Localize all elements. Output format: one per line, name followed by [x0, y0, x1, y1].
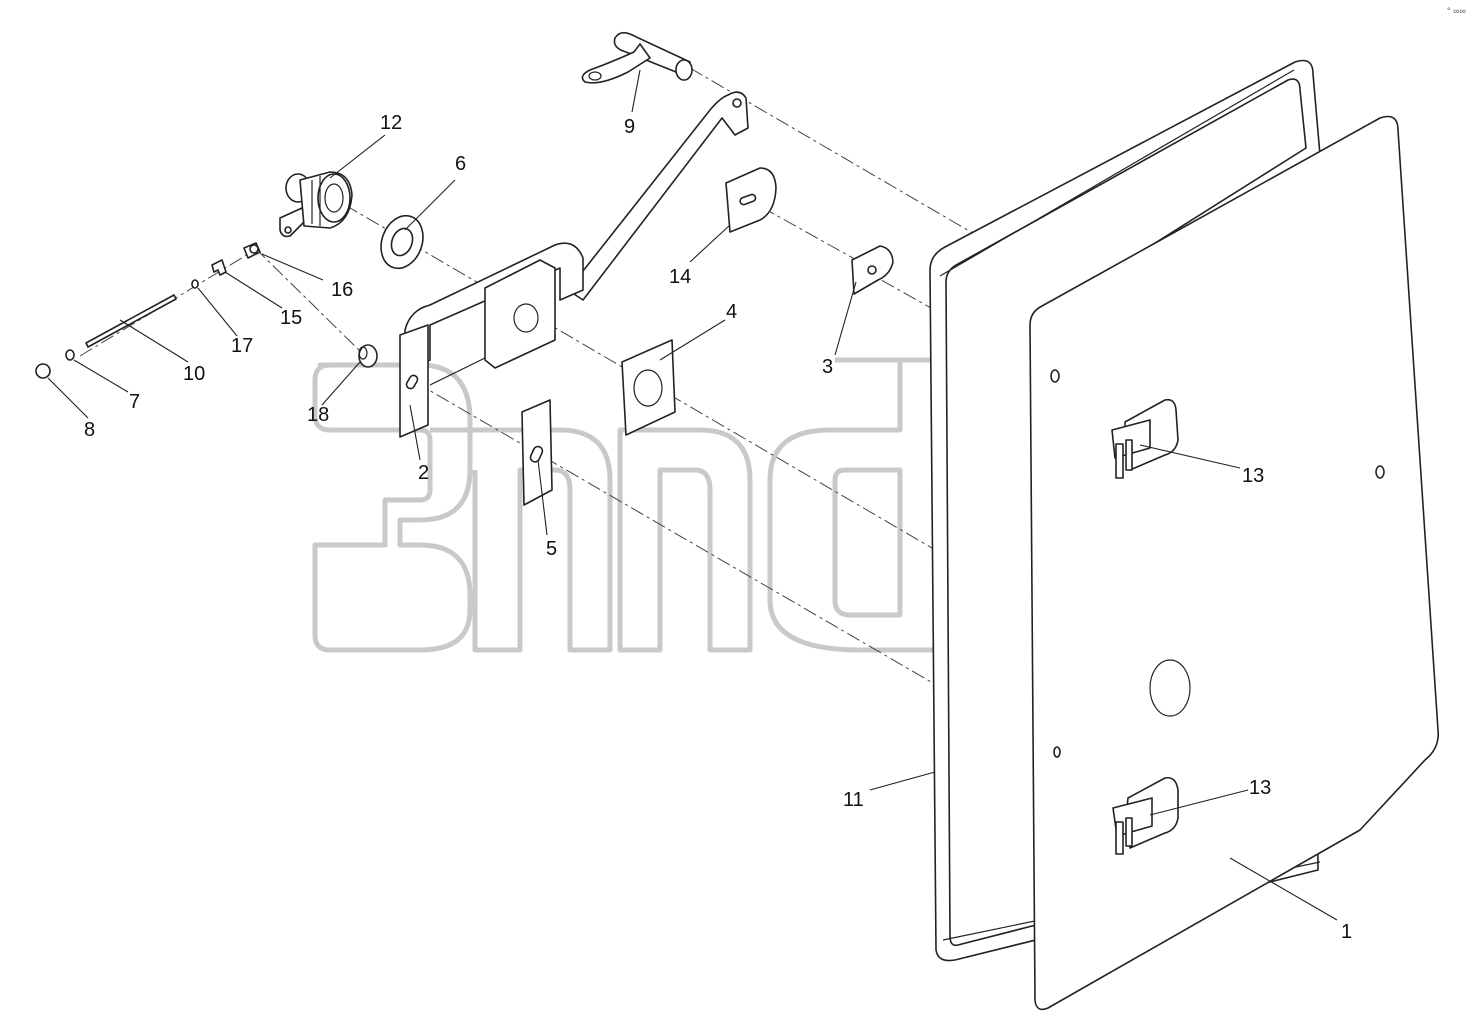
corner-mark: ° ∞∞ — [1447, 6, 1466, 16]
nut-17 — [191, 279, 199, 289]
hinge-lower — [1112, 776, 1179, 855]
callout-7: 7 — [129, 391, 140, 413]
callout-1: 1 — [1341, 921, 1352, 943]
clip-15 — [211, 259, 227, 276]
nut-7 — [65, 349, 75, 361]
callout-13-upper: 13 — [1242, 465, 1264, 487]
callout-16: 16 — [331, 279, 353, 301]
rod-10 — [85, 294, 177, 348]
square-gasket-4 — [621, 339, 676, 436]
rounded-tab-3 — [851, 245, 894, 295]
lever-arm — [404, 91, 749, 386]
callout-13-lower: 13 — [1249, 777, 1271, 799]
pin-16 — [243, 242, 261, 259]
slotted-shim-5 — [521, 399, 553, 506]
handle — [581, 31, 693, 84]
callout-15: 15 — [280, 307, 302, 329]
callout-11: 11 — [843, 789, 864, 811]
callout-5: 5 — [546, 538, 557, 560]
callout-8: 8 — [84, 419, 95, 441]
callout-17: 17 — [231, 335, 253, 357]
door-glass-panel — [1029, 115, 1440, 1011]
callout-4: 4 — [726, 301, 737, 323]
callout-12: 12 — [380, 112, 402, 134]
lock-cylinder-12 — [279, 171, 353, 238]
bushing-18 — [358, 344, 378, 368]
callout-3: 3 — [822, 356, 833, 378]
callout-labels: 1 2 3 4 5 6 7 8 9 10 11 12 13 13 14 15 1… — [84, 112, 1352, 943]
callout-2: 2 — [418, 462, 429, 484]
callout-6: 6 — [455, 153, 466, 175]
callout-18: 18 — [307, 404, 329, 426]
washer-6 — [380, 214, 424, 270]
knob-8 — [35, 363, 51, 379]
callout-10: 10 — [183, 363, 205, 385]
rounded-plate-14 — [725, 167, 777, 233]
callout-leaders — [47, 69, 1338, 921]
hinge-upper — [1111, 398, 1179, 479]
slotted-plate-2 — [399, 324, 429, 438]
callout-9: 9 — [624, 116, 635, 138]
callout-14: 14 — [669, 266, 691, 288]
